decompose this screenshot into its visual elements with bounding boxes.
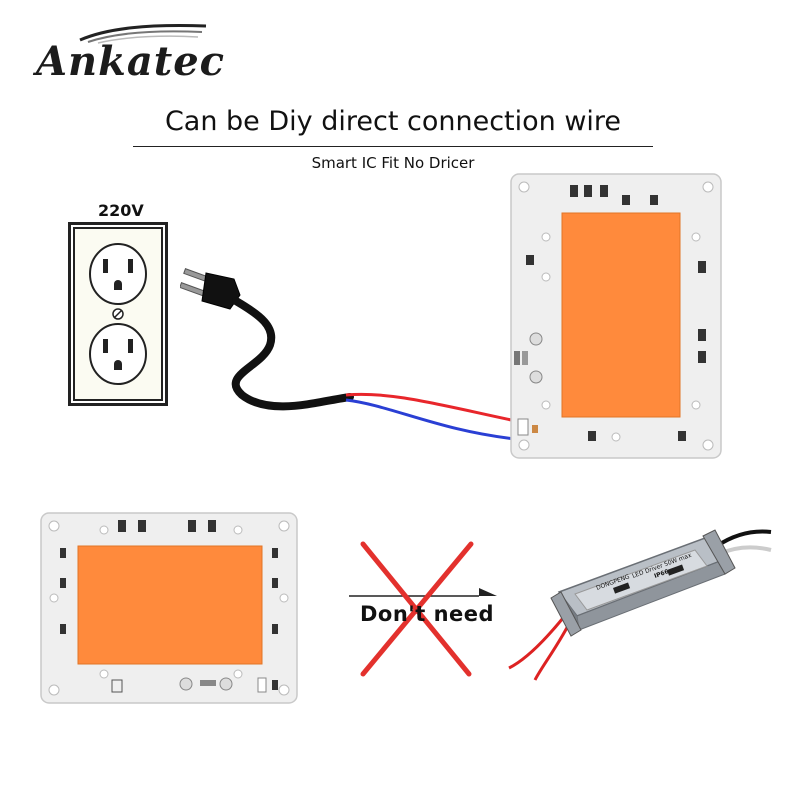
- driver-rating-text: IP66: [653, 568, 669, 580]
- wall-outlet-icon: [68, 222, 168, 406]
- no-driver-cross-icon: [349, 541, 497, 677]
- led-driver-icon: DONGPENG LED Driver 50W max IP66: [508, 529, 772, 681]
- headline-rule: [133, 146, 653, 147]
- led-cob-module-standalone: [40, 512, 298, 704]
- dont-need-label: Don't need: [360, 602, 495, 626]
- brand-logo: Ankatec: [36, 38, 226, 85]
- power-cord-icon: [180, 268, 517, 441]
- subheadline: Smart IC Fit No Dricer: [311, 154, 475, 172]
- headline: Can be Diy direct connection wire: [164, 106, 622, 137]
- brand-swoosh-icon: [79, 24, 207, 44]
- voltage-label: 220V: [98, 201, 144, 220]
- led-cob-module: [510, 173, 722, 459]
